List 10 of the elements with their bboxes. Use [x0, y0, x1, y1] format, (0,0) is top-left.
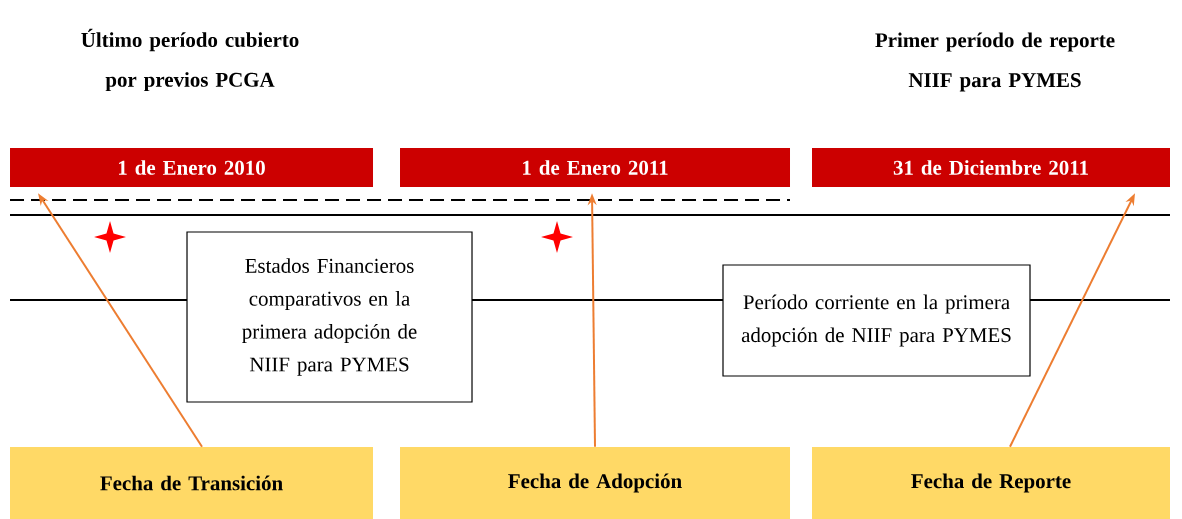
date-bar: 31 de Diciembre 2011: [812, 148, 1170, 187]
date-bar: 1 de Enero 2011: [400, 148, 790, 187]
label-box: Fecha de Transición: [10, 447, 373, 519]
heading: Primer período de reporte NIIF para PYMES: [875, 32, 1115, 92]
text-box: Estados Financieros comparativos en la primera adopción de NIIF para PYMES: [186, 231, 473, 403]
date-bar: 1 de Enero 2010: [10, 148, 373, 187]
label-box: Fecha de Reporte: [812, 447, 1170, 519]
text-box: Período corriente en la primera adopción de NIIF para PYMES: [722, 264, 1031, 377]
heading: Último período cubierto por previos PCGA: [81, 28, 299, 92]
label-box: Fecha de Adopción: [400, 447, 790, 519]
